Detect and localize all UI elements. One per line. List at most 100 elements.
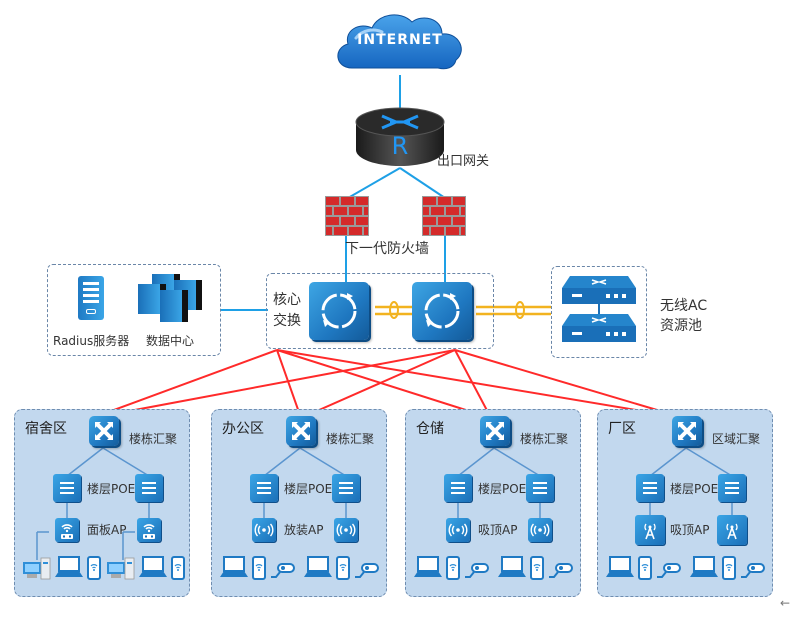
phone-icon xyxy=(252,556,266,580)
access-point-right[interactable] xyxy=(334,518,358,542)
gateway-router[interactable]: R xyxy=(352,104,448,170)
phone-icon xyxy=(171,556,185,580)
endpoint-device xyxy=(55,556,83,582)
gateway-label: 出口网关 xyxy=(437,154,490,169)
poe-switch-right[interactable] xyxy=(135,474,163,502)
aggregation-label: 楼栋汇聚 xyxy=(520,432,569,446)
access-point-right[interactable] xyxy=(717,515,747,545)
laptop-icon xyxy=(304,556,332,577)
access-point-left[interactable] xyxy=(635,515,665,545)
poe-switch-icon xyxy=(725,482,739,494)
wireless-ap-icon xyxy=(254,523,274,537)
panel-ap-icon xyxy=(61,524,73,539)
ac-controller-2[interactable] xyxy=(562,314,636,342)
ap-label: 面板AP xyxy=(87,523,127,537)
core1-zone3-link xyxy=(276,349,492,419)
tower-ap-icon xyxy=(726,523,738,540)
aggregation-label: 楼栋汇聚 xyxy=(326,432,375,446)
phone-icon xyxy=(530,556,544,580)
firewall-label: 下一代防火墙 xyxy=(345,241,429,257)
core-switch-2[interactable] xyxy=(412,282,472,340)
core-switch-1[interactable] xyxy=(309,282,369,340)
endpoint-device xyxy=(354,562,380,584)
aggregation-switch[interactable] xyxy=(89,416,119,446)
endpoint-device xyxy=(139,556,167,582)
zone-title: 办公区 xyxy=(222,421,264,437)
core1-zone1-link xyxy=(91,349,278,419)
poe-label: 楼层POE xyxy=(87,482,136,496)
poe-switch-left[interactable] xyxy=(250,474,278,502)
camera-icon xyxy=(657,563,681,578)
poe-switch-icon xyxy=(643,482,657,494)
poe-switch-right[interactable] xyxy=(526,474,554,502)
agg-poe-right-link xyxy=(493,447,541,477)
router-fw1-link xyxy=(347,167,401,199)
router-icon xyxy=(355,107,445,166)
agg-poe-right-link xyxy=(299,447,347,477)
access-point-left[interactable] xyxy=(446,518,470,542)
internet-cloud: INTERNET xyxy=(330,8,470,78)
poe-switch-right[interactable] xyxy=(718,474,746,502)
endpoint-device xyxy=(171,556,185,584)
ac-controller-1[interactable] xyxy=(562,276,636,304)
wireless-ap-icon xyxy=(448,523,468,537)
router-letter: R xyxy=(391,132,409,160)
corner-mark: ← xyxy=(780,596,790,610)
core-group xyxy=(266,273,494,349)
agg-poe-right-link xyxy=(102,447,150,477)
laptop-icon xyxy=(55,556,83,577)
core1-zone4-link xyxy=(276,349,685,419)
firewall-2[interactable] xyxy=(422,196,466,236)
switch-icon xyxy=(292,422,310,440)
poe-switch-icon xyxy=(142,482,156,494)
switch-icon xyxy=(486,422,504,440)
access-point-right[interactable] xyxy=(528,518,552,542)
server-group xyxy=(47,264,221,356)
aggregation-switch[interactable] xyxy=(480,416,510,446)
poe-switch-left[interactable] xyxy=(53,474,81,502)
desktop-icon xyxy=(23,557,51,580)
endpoint-device xyxy=(464,562,490,584)
laptop-icon xyxy=(690,556,718,577)
endpoint-device xyxy=(107,556,135,584)
endpoint-device xyxy=(270,562,296,584)
zone-title: 仓储 xyxy=(416,421,444,437)
ap-label: 放装AP xyxy=(284,523,324,537)
ap-label: 吸顶AP xyxy=(478,523,518,537)
access-point-left[interactable] xyxy=(55,518,79,542)
poe-label: 楼层POE xyxy=(478,482,527,496)
poe-switch-icon xyxy=(533,482,547,494)
firewall-icon xyxy=(422,196,466,236)
endpoint-device xyxy=(336,556,350,584)
agg-poe-right-link xyxy=(685,447,733,477)
router-fw2-link xyxy=(399,167,446,199)
aggregation-switch[interactable] xyxy=(672,416,702,446)
zone-title: 厂区 xyxy=(608,421,636,437)
datacenter-icon[interactable] xyxy=(138,274,206,324)
radius-server-icon[interactable] xyxy=(78,276,104,320)
poe-switch-icon xyxy=(339,482,353,494)
endpoint-device xyxy=(656,562,682,584)
ac-group xyxy=(551,266,647,358)
core2-zone3-link xyxy=(454,349,492,419)
laptop-icon xyxy=(606,556,634,577)
cloud-icon xyxy=(337,14,462,70)
aggregation-label: 区域汇聚 xyxy=(712,432,761,446)
access-point-left[interactable] xyxy=(252,518,276,542)
laptop-icon xyxy=(139,556,167,577)
ac-label-line1: 无线AC xyxy=(660,298,708,314)
access-point-right[interactable] xyxy=(137,518,161,542)
firewall-1[interactable] xyxy=(325,196,369,236)
poe-switch-left[interactable] xyxy=(636,474,664,502)
core-downlinks xyxy=(91,349,685,419)
phone-icon xyxy=(336,556,350,580)
laptop-icon xyxy=(220,556,248,577)
aggregation-switch[interactable] xyxy=(286,416,316,446)
poe-switch-left[interactable] xyxy=(444,474,472,502)
camera-icon xyxy=(741,563,765,578)
poe-label: 楼层POE xyxy=(670,482,719,496)
poe-switch-right[interactable] xyxy=(332,474,360,502)
